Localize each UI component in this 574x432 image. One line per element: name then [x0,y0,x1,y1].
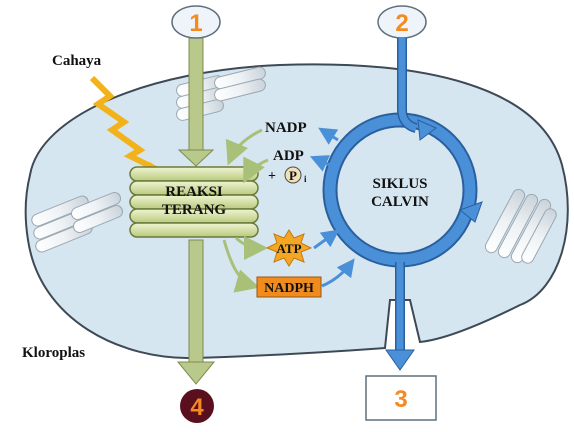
marker-3-box [365,375,437,421]
calvin-label-1: SIKLUS [372,176,427,192]
marker-1: 1 [189,10,202,37]
nadph-to-cycle-arrow [321,258,355,288]
calvin-cycle-arrow-head-right [458,201,483,223]
organelle-label: Kloroplas [22,345,85,361]
light-to-atp-arrow [235,235,268,260]
marker-1-bubble [171,5,221,39]
light-bolt-icon [89,75,160,173]
phosphate-sub-label: i [304,174,307,184]
marker-3: 3 [394,386,407,413]
atp-to-cycle-arrow [313,229,340,250]
phosphate-label: P [289,168,297,183]
phosphate-circle [284,166,302,184]
grana-stack-left [31,192,124,253]
cycle-to-adp-arrow [309,155,331,172]
nadph-box [256,276,322,298]
output-4-column [176,239,216,385]
atp-star-icon [265,229,313,267]
light-reaction-stack [129,166,259,238]
marker-4-circle [180,389,214,423]
calvin-label-2: CALVIN [371,194,429,210]
calvin-cycle-arrow-head-top [417,119,437,141]
nadp-label: NADP [265,120,307,136]
light-to-nadph-arrow [222,239,260,293]
light-reactions-label-2: TERANG [162,202,227,218]
input-2-arrow-inner [398,38,418,132]
output-3-arrow-head [385,349,415,371]
atp-label: ATP [276,241,301,256]
grana-stack-right [484,188,557,264]
cycle-to-nadp-arrow [318,127,339,145]
light-label: Cahaya [52,53,102,69]
nadph-label: NADPH [264,281,314,296]
marker-4: 4 [190,394,204,421]
marker-2: 2 [395,10,408,37]
adp-to-light-arrow [243,156,269,184]
light-reactions-label-1: REAKSI [165,184,223,200]
nadp-to-light-arrow [225,128,263,166]
adp-label: ADP [273,148,304,164]
plus-label: + [268,169,276,184]
chloroplast-body [24,63,569,360]
